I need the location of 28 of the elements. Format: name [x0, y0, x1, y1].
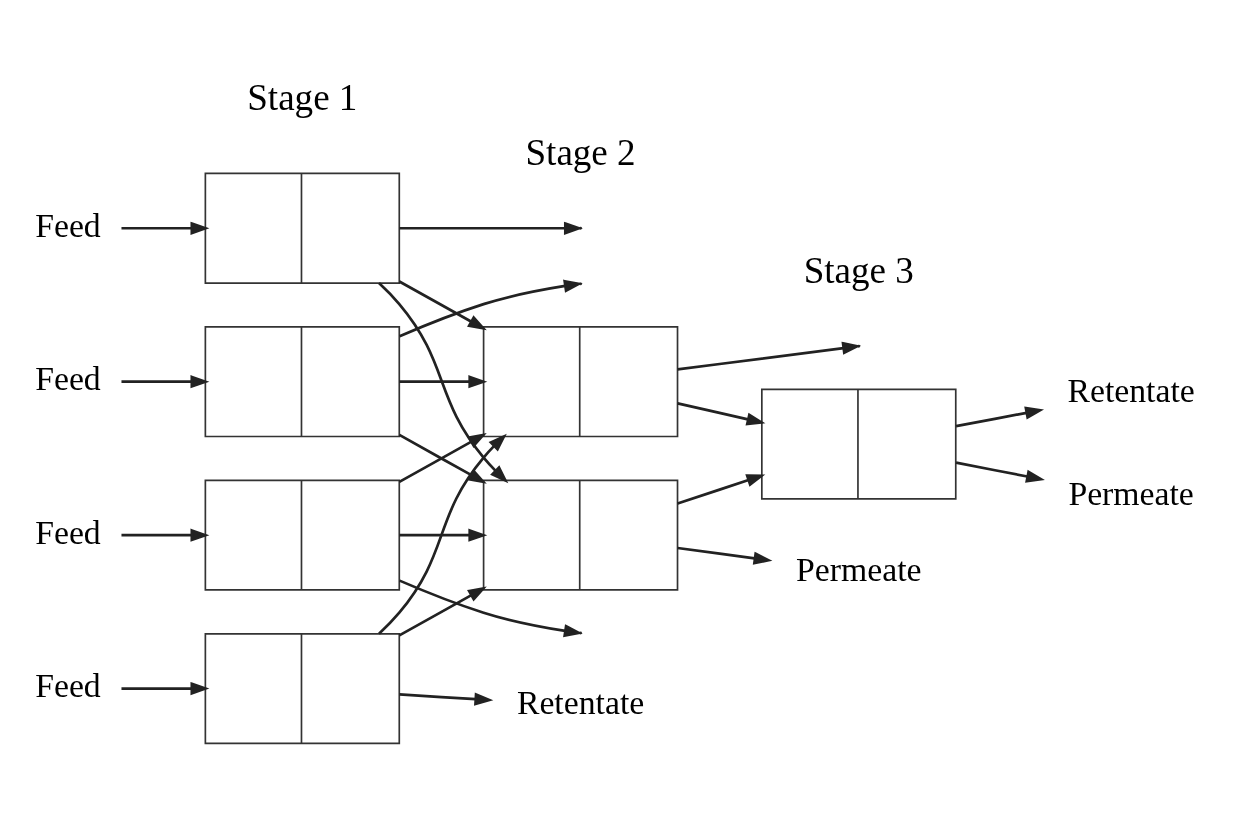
node-text: Feed — [35, 206, 101, 244]
arrow — [378, 282, 509, 484]
arrow — [677, 546, 773, 565]
label: Stage 1 — [247, 76, 358, 118]
arrow — [121, 221, 210, 235]
node-text: Permeate — [796, 550, 922, 588]
arrow — [121, 682, 210, 696]
arrow — [121, 375, 210, 389]
arrow — [121, 528, 210, 542]
arrow — [399, 692, 494, 706]
node-text: Permeate — [1068, 474, 1194, 512]
label: Stage 2 — [525, 132, 636, 174]
arrow — [677, 402, 766, 426]
label: Stage 3 — [803, 250, 914, 292]
node-text: Retentate — [516, 683, 645, 721]
arrow — [398, 280, 487, 331]
node-text: Feed — [35, 513, 101, 551]
node-text: Feed — [35, 667, 101, 705]
arrow — [677, 474, 766, 505]
arrow — [398, 433, 487, 484]
node-text: Retentate — [1067, 371, 1195, 409]
node-text: Feed — [35, 360, 101, 398]
arrow — [378, 433, 507, 635]
arrow — [955, 461, 1045, 483]
arrow — [399, 375, 488, 389]
arrow — [399, 528, 488, 542]
arrow — [398, 586, 487, 637]
arrow — [955, 406, 1045, 428]
